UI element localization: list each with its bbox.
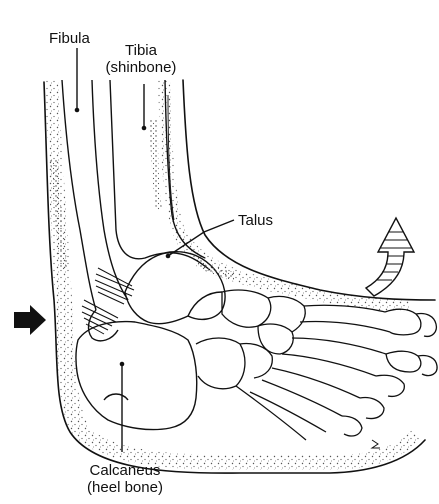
calcaneus-label-line1: Calcaneus <box>70 462 180 479</box>
fibula-dot <box>75 108 80 113</box>
tibia-label-line2: (shinbone) <box>96 59 186 76</box>
arrow-right-icon <box>14 305 46 335</box>
calcaneus-bone <box>76 322 197 430</box>
midfoot-bones <box>196 290 305 389</box>
calcaneus-label-line2: (heel bone) <box>70 479 180 496</box>
tibia-label-line1: Tibia <box>96 42 186 59</box>
tibia-dot <box>142 126 147 131</box>
toe-bones <box>342 309 437 436</box>
fibula-label: Fibula <box>49 30 90 47</box>
calcaneus-label: Calcaneus (heel bone) <box>70 462 180 496</box>
talus-label: Talus <box>238 212 273 229</box>
sole-mark <box>372 440 380 448</box>
calcaneus-dot <box>120 362 125 367</box>
ligament-hatching <box>82 268 134 334</box>
talus-dot <box>166 254 171 259</box>
tibia-label: Tibia (shinbone) <box>96 42 186 76</box>
leader-lines <box>77 48 234 452</box>
curved-arrow-up-icon <box>366 218 414 296</box>
